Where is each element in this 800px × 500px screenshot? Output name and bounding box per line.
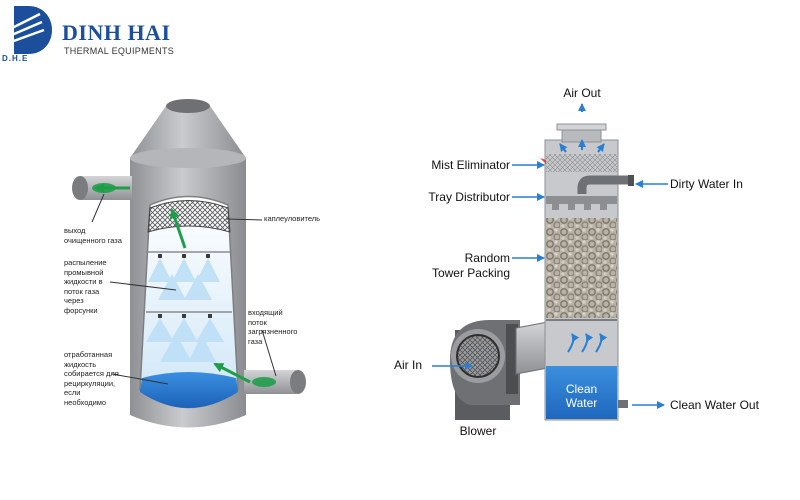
label-mist-eliminator: Mist Eliminator	[431, 158, 510, 172]
tower-inflow-swirl-arrows	[567, 333, 608, 353]
left-cone-roof	[130, 106, 246, 158]
right-packed-tower	[432, 103, 668, 421]
brand-header: DINH HAI THERMAL EQUIPMENTS D.H.E	[0, 0, 200, 70]
left-cone-cap	[166, 99, 210, 113]
label-dirty-water-in: Dirty Water In	[670, 177, 743, 191]
label-blower: Blower	[459, 424, 497, 438]
leader-otrabotannaya	[111, 373, 169, 385]
left-scrubber	[72, 99, 306, 428]
label-mist-eliminator-ru: каплеуловитель	[264, 214, 321, 223]
left-spray-nozzles	[146, 258, 224, 362]
dirty-water-pipe	[577, 175, 632, 194]
label-clean-water: Clean Water	[565, 382, 598, 410]
label-clean-water-out: Clean Water Out	[670, 398, 759, 412]
left-collected-liquid	[140, 372, 238, 408]
dhe-logo-icon	[0, 6, 52, 54]
label-tray-distributor: Tray Distributor	[428, 190, 510, 204]
tower-mist-eliminator	[546, 154, 617, 172]
leader-vyhod	[91, 193, 105, 223]
tower-tray-distributor	[546, 196, 617, 204]
label-spent-liquid-ru: отработанная жидкость собирается для рец…	[64, 350, 119, 407]
label-dirty-gas-inlet-ru: входящий поток загрязненного газа	[248, 308, 298, 346]
label-air-out: Air Out	[563, 86, 601, 100]
brand-subtitle: THERMAL EQUIPMENTS	[64, 46, 175, 56]
leader-kapleulovitel	[225, 218, 263, 221]
clean-water-sump	[546, 366, 617, 419]
brand-name: DINH HAI	[62, 20, 171, 45]
left-mist-eliminator	[147, 200, 231, 233]
left-inlet-flow-arrow	[213, 362, 251, 384]
label-air-in: Air In	[394, 358, 423, 372]
leader-vhodyashchiy	[261, 329, 277, 377]
tower-random-packing	[546, 218, 617, 318]
label-spraying-ru: распыление промывной жидкости в поток га…	[64, 258, 107, 315]
brand-abbreviation: D.H.E	[2, 54, 29, 63]
blower-duct	[515, 321, 549, 375]
label-random-tower-packing: Random Tower Packing	[431, 251, 510, 280]
label-clean-gas-outlet-ru: выход очищенного газа	[64, 226, 122, 245]
left-updraft-arrow	[169, 208, 187, 249]
leader-raspylenie	[109, 281, 177, 291]
tower-air-up-arrows	[559, 139, 605, 153]
